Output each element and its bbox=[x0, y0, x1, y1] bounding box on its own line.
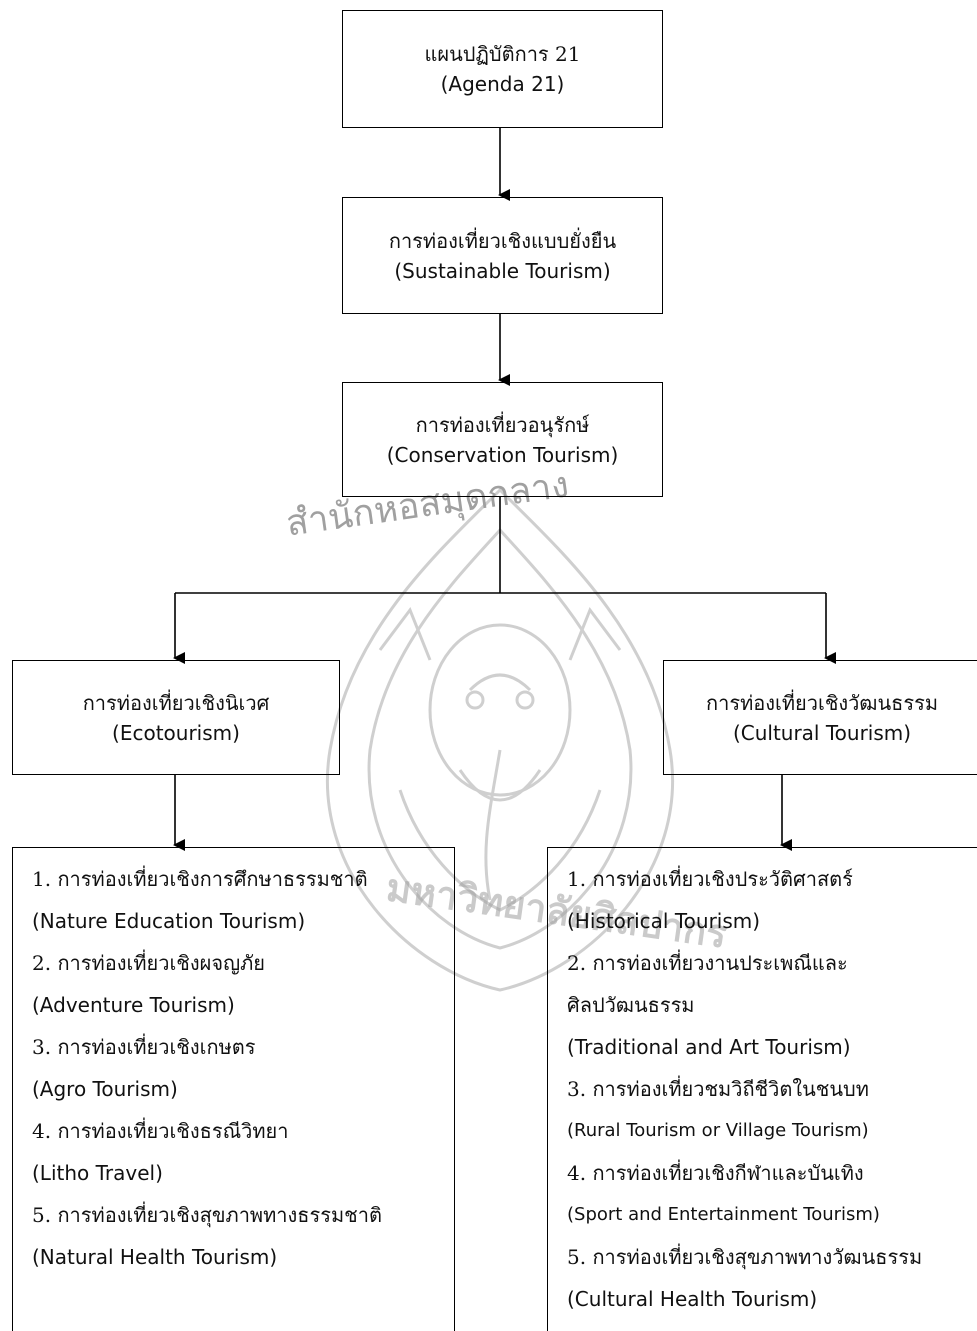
cultural-item-2-thai: 2. การท่องเที่ยวงานประเพณีและ bbox=[567, 951, 848, 975]
agenda-thai-label: แผนปฏิบัติการ 21 bbox=[424, 42, 581, 66]
cultural-list: 1. การท่องเที่ยวเชิงประวัติศาสตร์ (Histo… bbox=[567, 858, 922, 1320]
eco-thai-label: การท่องเที่ยวเชิงนิเวศ bbox=[82, 690, 270, 715]
eco-item-3-eng: (Agro Tourism) bbox=[32, 1077, 178, 1101]
eco-item-2-thai: 2. การท่องเที่ยวเชิงผจญภัย bbox=[32, 951, 266, 975]
list-item: 3. การท่องเที่ยวเชิงเกษตร (Agro Tourism) bbox=[32, 1026, 382, 1110]
cultural-eng-label: (Cultural Tourism) bbox=[732, 720, 912, 745]
list-item: 2. การท่องเที่ยวเชิงผจญภัย (Adventure To… bbox=[32, 942, 382, 1026]
eco-item-3-thai: 3. การท่องเที่ยวเชิงเกษตร bbox=[32, 1035, 256, 1059]
ecotourism-list: 1. การท่องเที่ยวเชิงการศึกษาธรรมชาติ (Na… bbox=[32, 858, 382, 1278]
cultural-item-5-thai: 5. การท่องเที่ยวเชิงสุขภาพทางวัฒนธรรม bbox=[567, 1245, 923, 1269]
cultural-thai-label: การท่องเที่ยวเชิงวัฒนธรรม bbox=[705, 690, 939, 715]
cultural-list-box bbox=[547, 847, 977, 1331]
ecotourism-list-box bbox=[12, 847, 455, 1331]
eco-eng-label: (Ecotourism) bbox=[112, 720, 240, 745]
eco-item-2-eng: (Adventure Tourism) bbox=[32, 993, 235, 1017]
list-item: 5. การท่องเที่ยวเชิงสุขภาพทางวัฒนธรรม (C… bbox=[567, 1236, 922, 1320]
cultural-item-1-thai: 1. การท่องเที่ยวเชิงประวัติศาสตร์ bbox=[567, 867, 853, 891]
cultural-item-3-eng: (Rural Tourism or Village Tourism) bbox=[567, 1120, 869, 1141]
list-item: 3. การท่องเที่ยวชมวิถีชีวิตในชนบท (Rural… bbox=[567, 1068, 922, 1152]
ecotourism-box: การท่องเที่ยวเชิงนิเวศ (Ecotourism) bbox=[12, 660, 340, 775]
conservation-eng-label: (Conservation Tourism) bbox=[386, 442, 619, 467]
eco-item-4-thai: 4. การท่องเที่ยวเชิงธรณีวิทยา bbox=[32, 1119, 289, 1143]
list-item: 5. การท่องเที่ยวเชิงสุขภาพทางธรรมชาติ (N… bbox=[32, 1194, 382, 1278]
eco-item-1-thai: 1. การท่องเที่ยวเชิงการศึกษาธรรมชาติ bbox=[32, 867, 368, 891]
eco-item-5-eng: (Natural Health Tourism) bbox=[32, 1245, 278, 1269]
cultural-item-4-thai: 4. การท่องเที่ยวเชิงกีฬาและบันเทิง bbox=[567, 1161, 864, 1185]
sustainable-eng-label: (Sustainable Tourism) bbox=[394, 258, 611, 283]
list-item: 4. การท่องเที่ยวเชิงธรณีวิทยา (Litho Tra… bbox=[32, 1110, 382, 1194]
list-item: 2. การท่องเที่ยวงานประเพณีและ ศิลปวัฒนธร… bbox=[567, 942, 922, 1068]
cultural-item-2-thai-cont: ศิลปวัฒนธรรม bbox=[567, 993, 695, 1017]
sustainable-tourism-box: การท่องเที่ยวเชิงแบบยั่งยืน (Sustainable… bbox=[342, 197, 663, 314]
list-item: 1. การท่องเที่ยวเชิงการศึกษาธรรมชาติ (Na… bbox=[32, 858, 382, 942]
sustainable-thai-label: การท่องเที่ยวเชิงแบบยั่งยืน bbox=[388, 228, 617, 253]
list-item: 1. การท่องเที่ยวเชิงประวัติศาสตร์ (Histo… bbox=[567, 858, 922, 942]
cultural-item-2-eng: (Traditional and Art Tourism) bbox=[567, 1035, 851, 1059]
conservation-tourism-box: การท่องเที่ยวอนุรักษ์ (Conservation Tour… bbox=[342, 382, 663, 497]
cultural-item-5-eng: (Cultural Health Tourism) bbox=[567, 1287, 818, 1311]
agenda-21-box: แผนปฏิบัติการ 21 (Agenda 21) bbox=[342, 10, 663, 128]
cultural-item-1-eng: (Historical Tourism) bbox=[567, 909, 761, 933]
eco-item-4-eng: (Litho Travel) bbox=[32, 1161, 163, 1185]
cultural-item-3-thai: 3. การท่องเที่ยวชมวิถีชีวิตในชนบท bbox=[567, 1077, 869, 1101]
cultural-tourism-box: การท่องเที่ยวเชิงวัฒนธรรม (Cultural Tour… bbox=[663, 660, 977, 775]
list-item: 4. การท่องเที่ยวเชิงกีฬาและบันเทิง (Spor… bbox=[567, 1152, 922, 1236]
agenda-eng-label: (Agenda 21) bbox=[440, 72, 565, 96]
eco-item-5-thai: 5. การท่องเที่ยวเชิงสุขภาพทางธรรมชาติ bbox=[32, 1203, 382, 1227]
eco-item-1-eng: (Nature Education Tourism) bbox=[32, 909, 306, 933]
cultural-item-4-eng: (Sport and Entertainment Tourism) bbox=[567, 1204, 880, 1225]
conservation-thai-label: การท่องเที่ยวอนุรักษ์ bbox=[415, 412, 590, 437]
